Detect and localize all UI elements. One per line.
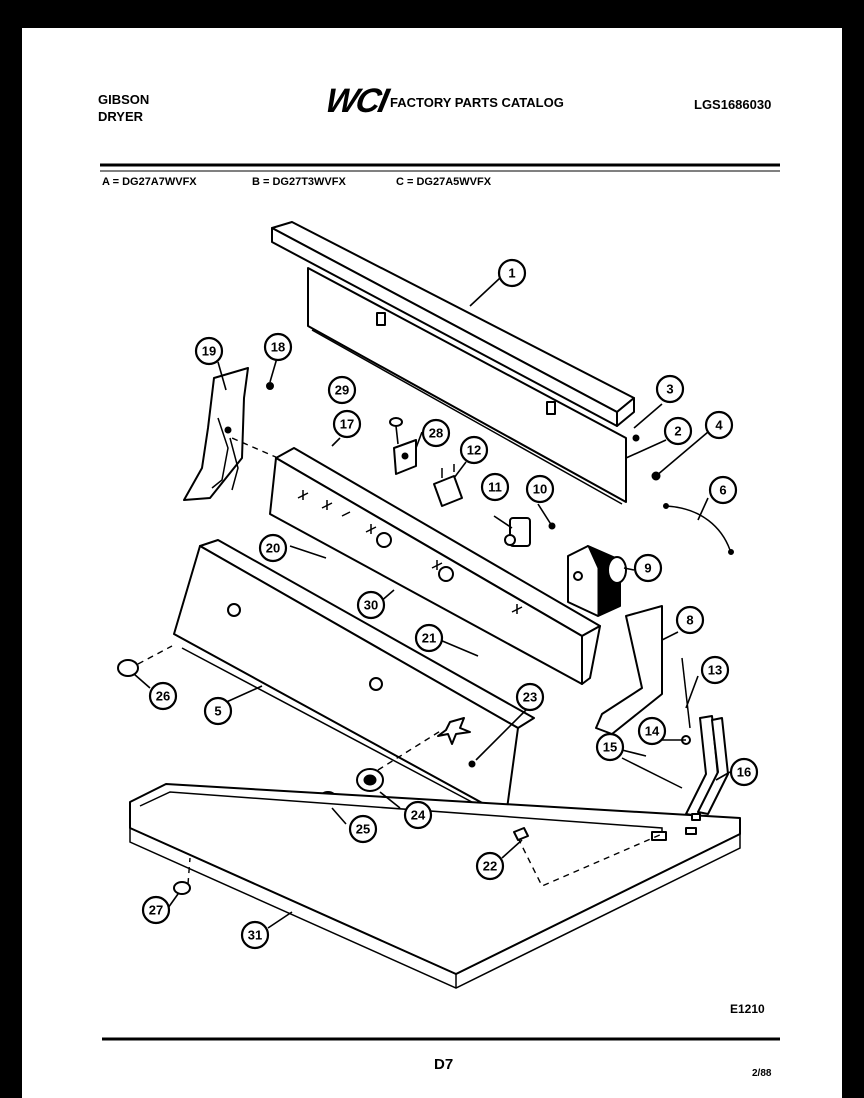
callout-number: 14 xyxy=(645,724,660,739)
callout-15: 15 xyxy=(595,732,625,762)
callout-10: 10 xyxy=(525,474,555,504)
callout-21: 21 xyxy=(414,623,444,653)
model-b: B = DG27T3WVFX xyxy=(252,176,346,188)
brand-name: GIBSON xyxy=(98,92,150,107)
part-console-front xyxy=(173,539,535,819)
callout-number: 10 xyxy=(533,482,547,497)
callout-number: 1 xyxy=(508,266,515,281)
callout-number: 12 xyxy=(467,443,481,458)
callout-number: 20 xyxy=(266,541,280,556)
part-control-panel xyxy=(231,437,601,685)
part-backguard-panel xyxy=(307,267,627,505)
callout-number: 30 xyxy=(364,598,378,613)
callout-number: 29 xyxy=(335,383,349,398)
callout-9: 9 xyxy=(633,553,663,583)
part-knob-left xyxy=(117,645,173,677)
callout-number: 19 xyxy=(202,344,216,359)
callout-number: 26 xyxy=(156,689,170,704)
part-leveling-leg xyxy=(173,857,191,895)
product-name: DRYER xyxy=(98,109,144,124)
callout-number: 11 xyxy=(488,480,502,495)
callout-number: 18 xyxy=(271,340,285,355)
callout-22: 22 xyxy=(475,851,505,881)
callout-number: 25 xyxy=(356,822,370,837)
callout-number: 4 xyxy=(715,418,723,433)
callout-number: 2 xyxy=(674,424,681,439)
model-a: A = DG27A7WVFX xyxy=(102,176,197,188)
callout-number: 16 xyxy=(737,765,751,780)
callout-number: 31 xyxy=(248,928,262,943)
part-end-cap-right xyxy=(595,605,729,817)
part-cabinet-top xyxy=(129,783,741,989)
part-wire xyxy=(632,434,734,555)
callout-19: 19 xyxy=(194,336,224,366)
callout-number: 6 xyxy=(719,483,726,498)
catalog-page: GIBSON DRYER WCI FACTORY PARTS CATALOG L… xyxy=(22,28,842,1098)
callout-24: 24 xyxy=(403,800,433,830)
part-end-cap-left xyxy=(183,367,274,501)
callout-2: 2 xyxy=(663,416,693,446)
part-selector-switch xyxy=(504,517,556,547)
callout-28: 28 xyxy=(421,418,451,448)
part-push-switch xyxy=(433,464,463,507)
catalog-title: FACTORY PARTS CATALOG xyxy=(390,95,564,110)
part-top-trim xyxy=(271,221,635,427)
callout-26: 26 xyxy=(148,681,178,711)
callout-number: 27 xyxy=(149,903,163,918)
catalog-number: LGS1686030 xyxy=(694,97,772,112)
callout-3: 3 xyxy=(655,374,685,404)
callout-number: 3 xyxy=(666,382,673,397)
callout-27: 27 xyxy=(141,895,171,925)
callout-6: 6 xyxy=(708,475,738,505)
revision-date: 2/88 xyxy=(752,1068,772,1079)
callout-number: 9 xyxy=(644,561,651,576)
callout-29: 29 xyxy=(327,375,357,405)
callout-number: 28 xyxy=(429,426,443,441)
callout-number: 22 xyxy=(483,859,497,874)
callout-11: 11 xyxy=(480,472,510,502)
callout-20: 20 xyxy=(258,533,288,563)
callout-4: 4 xyxy=(704,410,734,440)
callout-number: 13 xyxy=(708,663,722,678)
callout-number: 5 xyxy=(214,704,221,719)
callout-number: 24 xyxy=(411,808,426,823)
callout-1: 1 xyxy=(497,258,527,288)
part-switch-bracket xyxy=(389,417,417,475)
callout-number: 17 xyxy=(340,417,354,432)
callout-31: 31 xyxy=(240,920,270,950)
callout-25: 25 xyxy=(348,814,378,844)
callout-18: 18 xyxy=(263,332,293,362)
callout-16: 16 xyxy=(729,757,759,787)
callout-12: 12 xyxy=(459,435,489,465)
figure-code: E1210 xyxy=(730,1002,765,1016)
callout-8: 8 xyxy=(675,605,705,635)
callout-number: 15 xyxy=(603,740,617,755)
callout-13: 13 xyxy=(700,655,730,685)
callout-number: 23 xyxy=(523,690,537,705)
callout-5: 5 xyxy=(203,696,233,726)
model-c: C = DG27A5WVFX xyxy=(396,176,492,188)
page-number: D7 xyxy=(434,1056,454,1073)
callout-14: 14 xyxy=(637,716,667,746)
callout-23: 23 xyxy=(515,682,545,712)
exploded-view-diagram: 1 2 3 4 5 6 8 9 10 11 12 13 14 15 16 17 … xyxy=(100,163,780,1041)
callout-17: 17 xyxy=(332,409,362,439)
callout-number: 8 xyxy=(686,613,693,628)
callout-number: 21 xyxy=(422,631,436,646)
part-timer xyxy=(567,545,627,617)
callout-30: 30 xyxy=(356,590,386,620)
